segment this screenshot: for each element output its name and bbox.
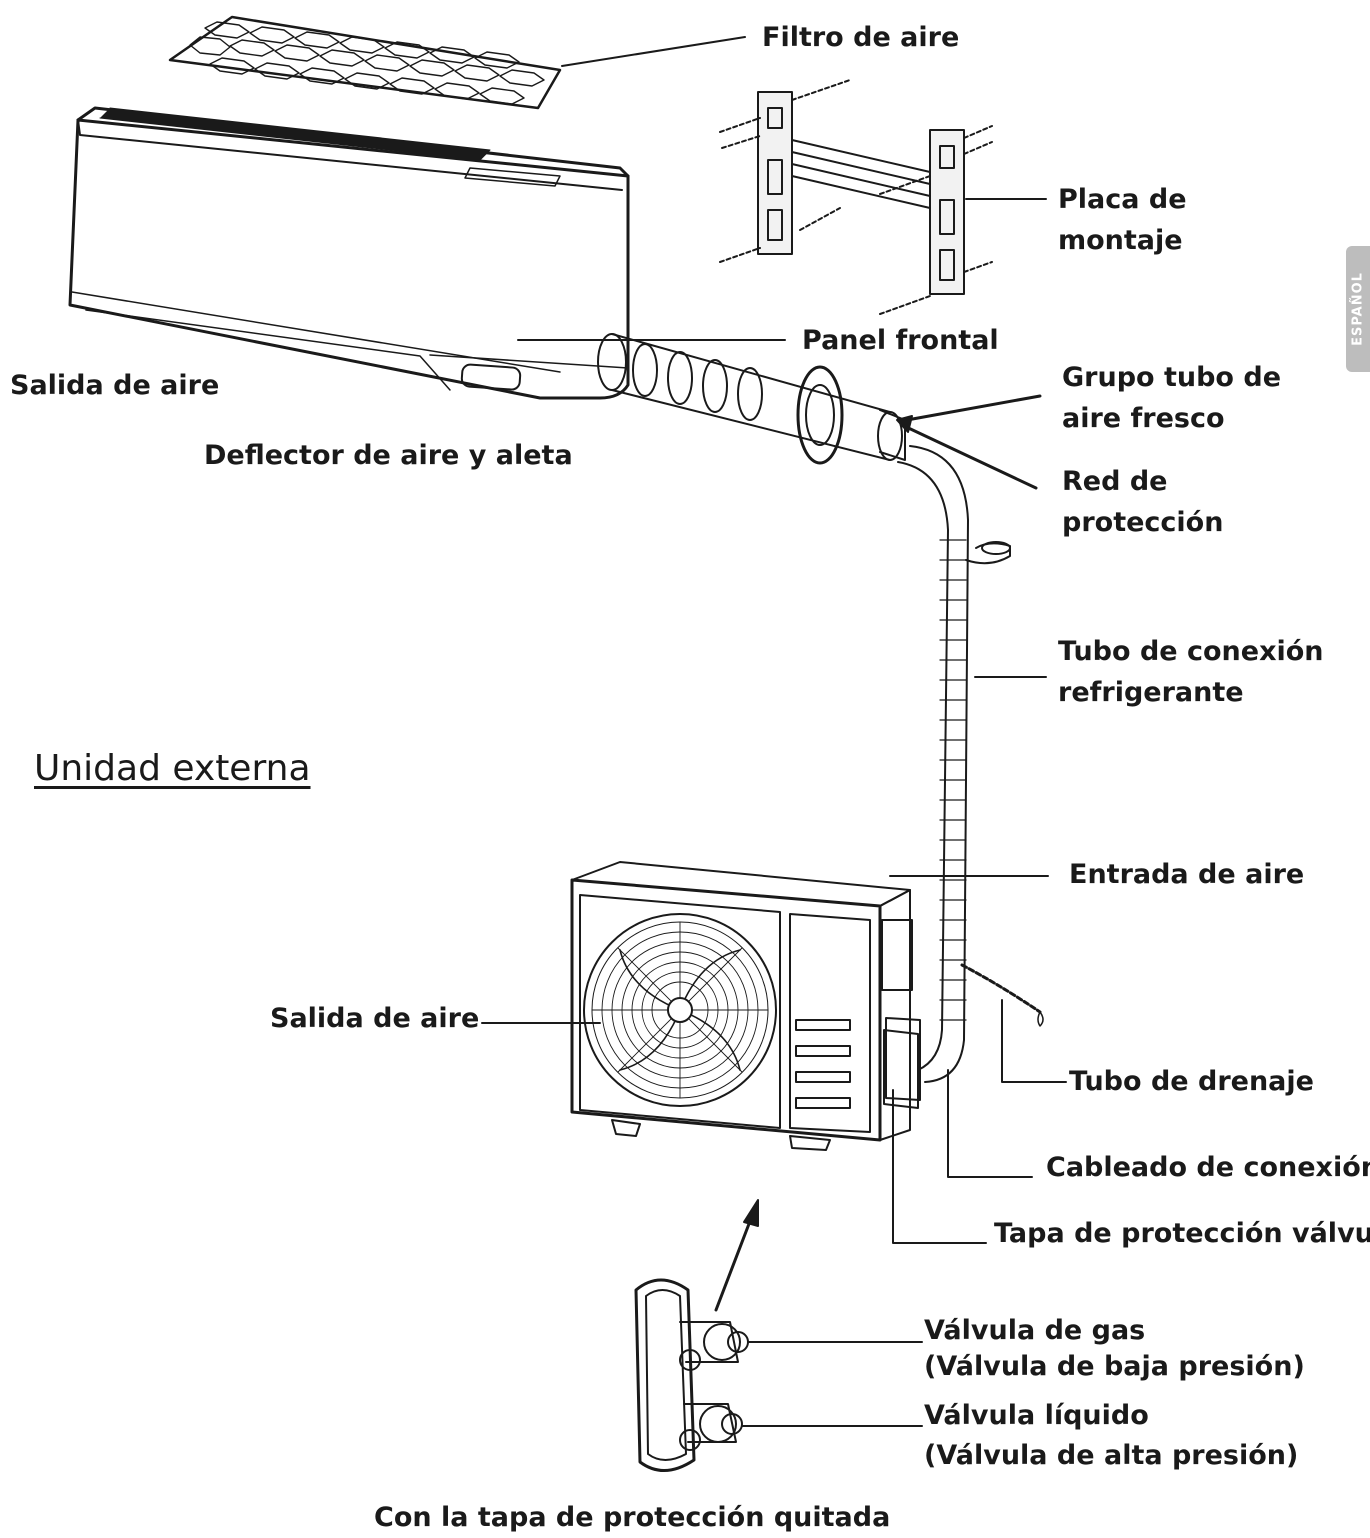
label-drain-pipe: Tubo de drenaje xyxy=(1069,1066,1314,1097)
label-deflector: Deflector de aire y aleta xyxy=(204,440,573,471)
label-mounting-plate-line2: montaje xyxy=(1058,225,1183,256)
label-fresh-air-line1: Grupo tubo de xyxy=(1062,362,1282,393)
label-fresh-air-line2: aire fresco xyxy=(1062,403,1225,434)
label-air-outlet-outdoor: Salida de aire xyxy=(270,1003,480,1034)
label-protection-net-line2: protección xyxy=(1062,507,1224,538)
leader-lines xyxy=(481,999,1067,1427)
label-gas-valve-line1: Válvula de gas xyxy=(924,1315,1146,1346)
mounting-plate-drawing xyxy=(719,79,1047,315)
label-protection-net-line1: Red de xyxy=(1062,466,1168,497)
refrigerant-pipe-drawing xyxy=(897,445,1047,1083)
label-air-inlet: Entrada de aire xyxy=(1069,859,1305,890)
label-front-panel: Panel frontal xyxy=(802,325,999,356)
language-side-tab: ESPAÑOL xyxy=(1346,246,1370,372)
caption-cover-removed: Con la tapa de protección quitada xyxy=(374,1502,891,1533)
language-side-tab-label: ESPAÑOL xyxy=(1350,272,1366,346)
indoor-unit-drawing xyxy=(68,106,786,400)
label-air-outlet-indoor: Salida de aire xyxy=(10,370,220,401)
air-filter-drawing xyxy=(168,15,746,110)
outdoor-unit-drawing xyxy=(570,861,1049,1151)
valve-detail-drawing xyxy=(634,1199,759,1472)
fresh-air-duct-drawing xyxy=(597,333,1042,490)
label-refrigerant-pipe-line2: refrigerante xyxy=(1058,677,1244,708)
label-liquid-valve-line1: Válvula líquido xyxy=(924,1400,1149,1431)
label-refrigerant-pipe-line1: Tubo de conexión xyxy=(1058,636,1324,667)
label-mounting-plate-line1: Placa de xyxy=(1058,184,1187,215)
label-liquid-valve-line2: (Válvula de alta presión) xyxy=(924,1440,1299,1471)
label-air-filter: Filtro de aire xyxy=(762,22,960,53)
outdoor-unit-title: Unidad externa xyxy=(34,748,311,789)
label-valve-cover: Tapa de protección válvula xyxy=(994,1218,1370,1249)
label-connection-wiring: Cableado de conexión xyxy=(1046,1152,1370,1183)
label-gas-valve-line2: (Válvula de baja presión) xyxy=(924,1351,1305,1382)
